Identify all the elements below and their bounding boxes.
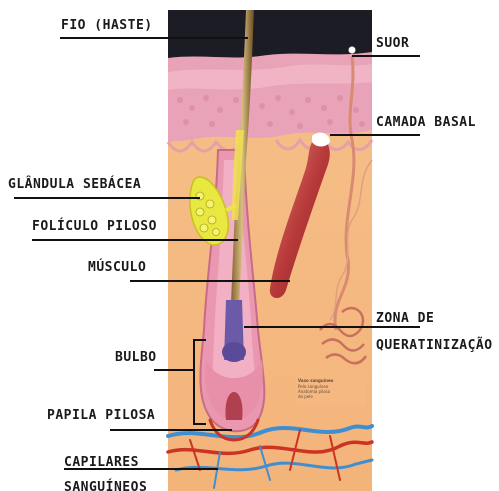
label-bulbo: BULBO xyxy=(115,350,157,366)
caption-text: Pelo sanguíneo Anatomia pilosa da pele xyxy=(298,384,330,399)
bulb-matrix xyxy=(222,342,246,362)
label-capilares-sanguineos: CAPILARES SANGUÍNEOS xyxy=(64,450,147,491)
label-papila-pilosa: PAPILA PILOSA xyxy=(47,408,155,424)
label-fio-haste: FIO (HASTE) xyxy=(61,18,153,34)
caption-title: Vaso sanguíneo xyxy=(298,378,333,383)
label-foliculo-piloso: FOLÍCULO PILOSO xyxy=(32,219,157,235)
sweat-drop-icon xyxy=(349,47,356,54)
air-region xyxy=(168,10,372,60)
label-suor: SUOR xyxy=(376,36,409,52)
label-camada-basal: CAMADA BASAL xyxy=(376,115,476,131)
label-glandula-sebacea: GLÂNDULA SEBÁCEA xyxy=(8,177,141,193)
label-zona-queratinizacao: ZONA DE QUERATINIZAÇÃO xyxy=(376,305,493,359)
label-musculo: MÚSCULO xyxy=(88,260,146,276)
